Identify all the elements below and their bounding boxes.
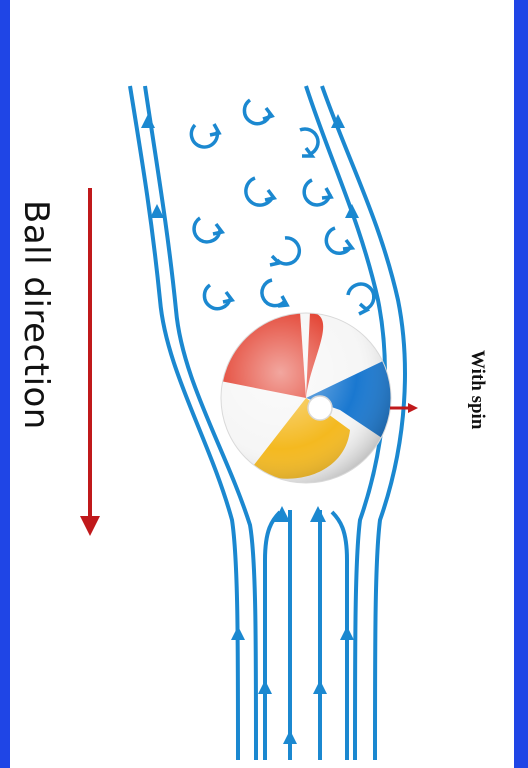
arrowhead-icon xyxy=(408,403,418,413)
flow-arrow-icon xyxy=(310,506,326,522)
diagram-frame: Ball direction With spin xyxy=(10,0,514,768)
vortices xyxy=(191,100,373,314)
with-spin-label: With spin xyxy=(466,350,488,429)
airflow-diagram xyxy=(10,0,514,768)
flow-arrow-icon xyxy=(231,626,245,640)
circular-arrow-icon xyxy=(348,284,374,314)
circular-arrow-icon xyxy=(191,124,219,147)
streamline-left-outer xyxy=(130,86,238,760)
arrowhead-icon xyxy=(80,516,100,536)
flow-arrow-icon xyxy=(258,680,272,694)
circular-arrow-icon xyxy=(326,228,352,253)
flow-arrow-icon xyxy=(313,680,327,694)
circular-arrow-icon xyxy=(304,180,331,205)
streamline-center-left xyxy=(265,512,280,760)
circular-arrow-icon xyxy=(270,238,299,265)
ball-direction-label: Ball direction xyxy=(16,200,56,500)
flow-arrow-icon xyxy=(283,730,297,744)
circular-arrow-icon xyxy=(194,218,222,242)
circular-arrow-icon xyxy=(262,280,287,306)
flow-arrow-icon xyxy=(345,204,359,218)
ball-valve xyxy=(308,396,332,420)
circular-arrow-icon xyxy=(244,100,272,124)
flow-arrow-icon xyxy=(141,114,155,128)
flow-arrow-icon xyxy=(340,626,354,640)
circular-arrow-icon xyxy=(204,285,232,309)
circular-arrow-icon xyxy=(300,129,318,156)
circular-arrow-icon xyxy=(246,178,274,205)
